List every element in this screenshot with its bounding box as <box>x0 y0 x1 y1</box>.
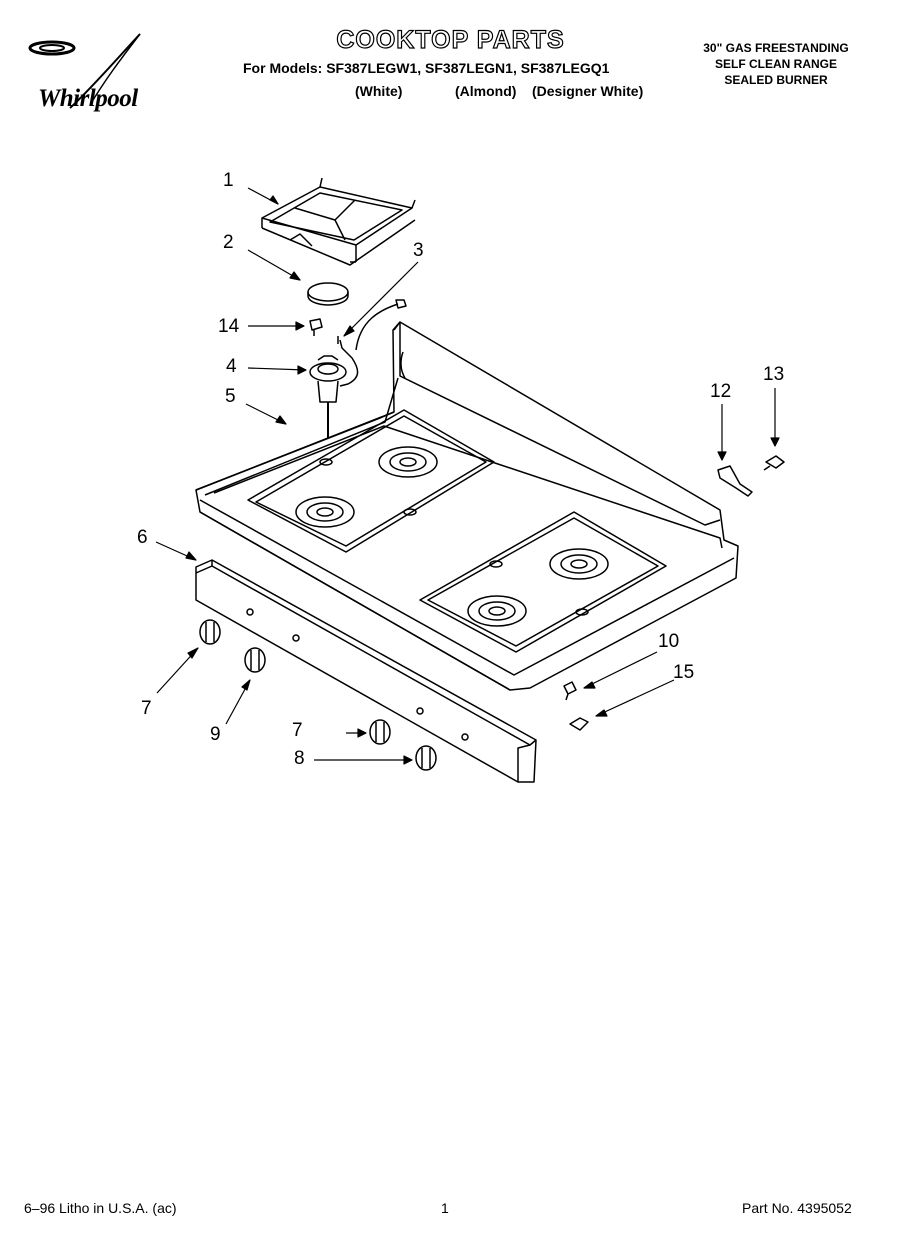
control-knobs <box>199 619 437 771</box>
callout-6: 6 <box>137 527 148 548</box>
callout-9: 9 <box>210 724 221 745</box>
callout-7-left: 7 <box>141 698 152 719</box>
models-line: For Models: SF387LEGW1, SF387LEGN1, SF38… <box>243 60 610 76</box>
callout-10: 10 <box>658 631 680 652</box>
callout-12: 12 <box>710 381 732 402</box>
callout-5: 5 <box>225 386 236 407</box>
callout-4: 4 <box>226 356 237 377</box>
callout-8: 8 <box>294 748 305 769</box>
burner-grate <box>261 177 416 266</box>
product-line-1: 30" GAS FREESTANDING <box>703 41 849 55</box>
product-description: 30" GAS FREESTANDING SELF CLEAN RANGE SE… <box>676 40 876 88</box>
callout-3: 3 <box>413 240 424 261</box>
callout-13: 13 <box>763 364 785 385</box>
product-line-2: SELF CLEAN RANGE <box>714 57 837 71</box>
logo-swoosh-icon <box>28 33 141 109</box>
variant-white: (White) <box>355 83 403 99</box>
callout-7-right: 7 <box>292 720 303 741</box>
callout-15: 15 <box>673 662 695 683</box>
leader-arrows <box>155 187 780 765</box>
callout-2: 2 <box>223 232 234 253</box>
product-line-3: SEALED BURNER <box>724 73 828 87</box>
footer-page-number: 1 <box>441 1200 449 1216</box>
whirlpool-logo: Whirlpool <box>20 30 180 112</box>
cooktop-main <box>195 321 739 691</box>
igniter-wire <box>339 303 399 387</box>
burner-cap <box>307 282 349 302</box>
variant-almond: (Almond) <box>455 83 517 99</box>
footer-litho: 6–96 Litho in U.S.A. (ac) <box>24 1200 177 1216</box>
small-parts <box>563 455 785 731</box>
brand-name: Whirlpool <box>38 85 138 112</box>
control-panel <box>195 559 537 783</box>
screw <box>309 318 323 336</box>
callout-14: 14 <box>218 316 240 337</box>
footer-part-number: Part No. 4395052 <box>742 1200 852 1216</box>
page-title: COOKTOP PARTS <box>336 25 565 54</box>
variant-designer-white: (Designer White) <box>532 83 644 99</box>
callout-1: 1 <box>223 170 234 191</box>
